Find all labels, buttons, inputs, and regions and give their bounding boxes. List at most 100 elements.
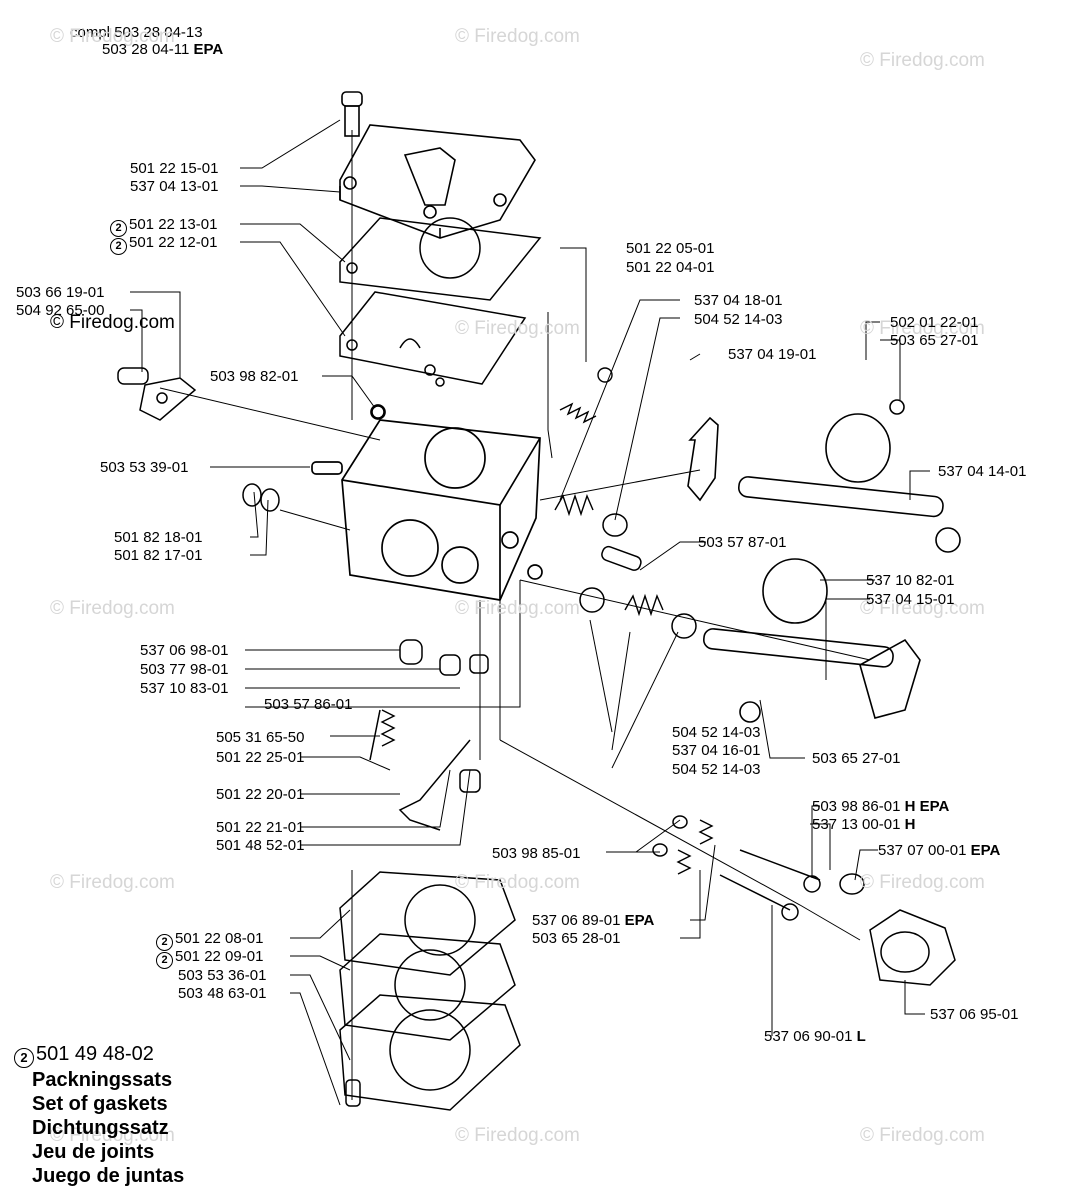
part-number: 503 48 63-01 bbox=[178, 985, 267, 1002]
part-label: 503 57 87-01 bbox=[698, 534, 786, 551]
part-label: 501 22 21-01 bbox=[216, 819, 304, 836]
part-variant-suffix: H bbox=[904, 816, 916, 833]
part-label: 537 13 00-01 H bbox=[812, 816, 915, 833]
leader-lines bbox=[130, 119, 930, 1106]
part-number: 501 22 09-01 bbox=[175, 948, 264, 965]
part-label: 537 10 82-01 bbox=[866, 572, 954, 589]
part-number: 537 07 00-01 bbox=[878, 842, 967, 859]
kit-number: 501 49 48-02 bbox=[36, 1043, 154, 1065]
watermark: © Firedog.com bbox=[50, 312, 175, 333]
watermark: © Firedog.com bbox=[50, 872, 175, 893]
watermark: © Firedog.com bbox=[860, 872, 985, 893]
kit-name-fr: Jeu de joints bbox=[32, 1141, 155, 1163]
part-label: 503 65 28-01 bbox=[532, 930, 620, 947]
part-number: 501 22 21-01 bbox=[216, 819, 305, 836]
small-parts bbox=[117, 367, 956, 1107]
part-number: 537 10 82-01 bbox=[866, 572, 955, 589]
part-label: 537 06 95-01 bbox=[930, 1006, 1018, 1023]
part-label: 537 04 16-01 bbox=[672, 742, 760, 759]
watermark: © Firedog.com bbox=[455, 598, 580, 619]
watermark: © Firedog.com bbox=[455, 26, 580, 47]
part-number: 501 22 15-01 bbox=[130, 160, 219, 177]
part-number: 503 98 85-01 bbox=[492, 845, 581, 862]
watermark: © Firedog.com bbox=[455, 1125, 580, 1146]
watermark: © Firedog.com bbox=[860, 598, 985, 619]
part-number: 503 57 86-01 bbox=[264, 696, 353, 713]
part-label: 503 98 86-01 H EPA bbox=[812, 798, 949, 815]
part-label: 501 22 05-01 bbox=[626, 240, 714, 257]
part-number: 501 22 05-01 bbox=[626, 240, 715, 257]
part-label: 537 04 18-01 bbox=[694, 292, 782, 309]
watermark: © Firedog.com bbox=[50, 26, 175, 47]
top-gaskets bbox=[339, 217, 542, 387]
part-number: 503 66 19-01 bbox=[16, 284, 105, 301]
part-number: 503 53 36-01 bbox=[178, 967, 267, 984]
part-variant-suffix: L bbox=[856, 1028, 866, 1045]
part-number: 504 52 14-03 bbox=[672, 761, 761, 778]
part-label: 501 22 20-01 bbox=[216, 786, 304, 803]
part-number: 537 06 98-01 bbox=[140, 642, 229, 659]
part-variant-suffix: EPA bbox=[624, 912, 655, 929]
kit-name-en: Set of gaskets bbox=[32, 1093, 168, 1115]
kit-name-de: Dichtungssatz bbox=[32, 1117, 169, 1139]
part-number: 537 04 16-01 bbox=[672, 742, 761, 759]
gasket-kit-marker: 2 bbox=[156, 952, 173, 969]
part-number: 503 77 98-01 bbox=[140, 661, 229, 678]
part-label: 501 48 52-01 bbox=[216, 837, 304, 854]
alt-suffix: EPA bbox=[193, 41, 224, 58]
part-number: 501 82 18-01 bbox=[114, 529, 203, 546]
compl-number: 503 28 04-13 bbox=[114, 24, 203, 41]
part-number: 501 48 52-01 bbox=[216, 837, 305, 854]
part-label: 501 82 18-01 bbox=[114, 529, 202, 546]
carburetor-body bbox=[311, 404, 543, 601]
part-number: 501 22 08-01 bbox=[175, 930, 264, 947]
kit-name-sv: Packningssats bbox=[32, 1069, 173, 1091]
part-number: 503 65 28-01 bbox=[532, 930, 621, 947]
part-number: 501 82 17-01 bbox=[114, 547, 203, 564]
assembly-axes bbox=[159, 130, 871, 1100]
part-number: 537 13 00-01 bbox=[812, 816, 901, 833]
part-number: 537 06 90-01 bbox=[764, 1028, 853, 1045]
watermark: © Firedog.com bbox=[860, 1125, 985, 1146]
part-label: 504 92 65-00 bbox=[16, 302, 104, 319]
part-label: 502 01 22-01 bbox=[890, 314, 978, 331]
part-label: 537 04 15-01 bbox=[866, 591, 954, 608]
kit-marker: 2 bbox=[14, 1048, 34, 1068]
part-number: 537 04 13-01 bbox=[130, 178, 219, 195]
compl-prefix: compl bbox=[70, 24, 111, 41]
part-number: 501 22 20-01 bbox=[216, 786, 305, 803]
part-number: 503 98 82-01 bbox=[210, 368, 299, 385]
assembly-header: compl 503 28 04-13 503 28 04-11 EPA bbox=[70, 24, 223, 58]
carburetor-cover bbox=[339, 91, 536, 239]
part-label: 503 65 27-01 bbox=[890, 332, 978, 349]
part-number: 505 31 65-50 bbox=[216, 729, 305, 746]
part-number: 537 04 15-01 bbox=[866, 591, 955, 608]
part-label: 501 22 04-01 bbox=[626, 259, 714, 276]
part-label: 503 77 98-01 bbox=[140, 661, 228, 678]
part-label: 503 98 85-01 bbox=[492, 845, 580, 862]
part-label: 505 31 65-50 bbox=[216, 729, 304, 746]
gasket-kit-marker: 2 bbox=[110, 220, 127, 237]
part-label: 501 22 25-01 bbox=[216, 749, 304, 766]
part-number: 503 65 27-01 bbox=[890, 332, 979, 349]
springs bbox=[380, 367, 714, 875]
shafts-and-plates bbox=[687, 399, 961, 723]
part-number: 501 22 12-01 bbox=[129, 234, 218, 251]
part-number: 503 65 27-01 bbox=[812, 750, 901, 767]
part-variant-suffix: H EPA bbox=[904, 798, 950, 815]
part-label: 503 53 36-01 bbox=[178, 967, 266, 984]
watermark: © Firedog.com bbox=[50, 598, 175, 619]
part-number: 503 98 86-01 bbox=[812, 798, 901, 815]
part-label: 537 10 83-01 bbox=[140, 680, 228, 697]
part-number: 502 01 22-01 bbox=[890, 314, 979, 331]
kit-name-es: Juego de juntas bbox=[32, 1165, 185, 1187]
part-number: 501 22 25-01 bbox=[216, 749, 305, 766]
part-label: 537 06 90-01 L bbox=[764, 1028, 866, 1045]
watermark: © Firedog.com bbox=[50, 1125, 175, 1146]
